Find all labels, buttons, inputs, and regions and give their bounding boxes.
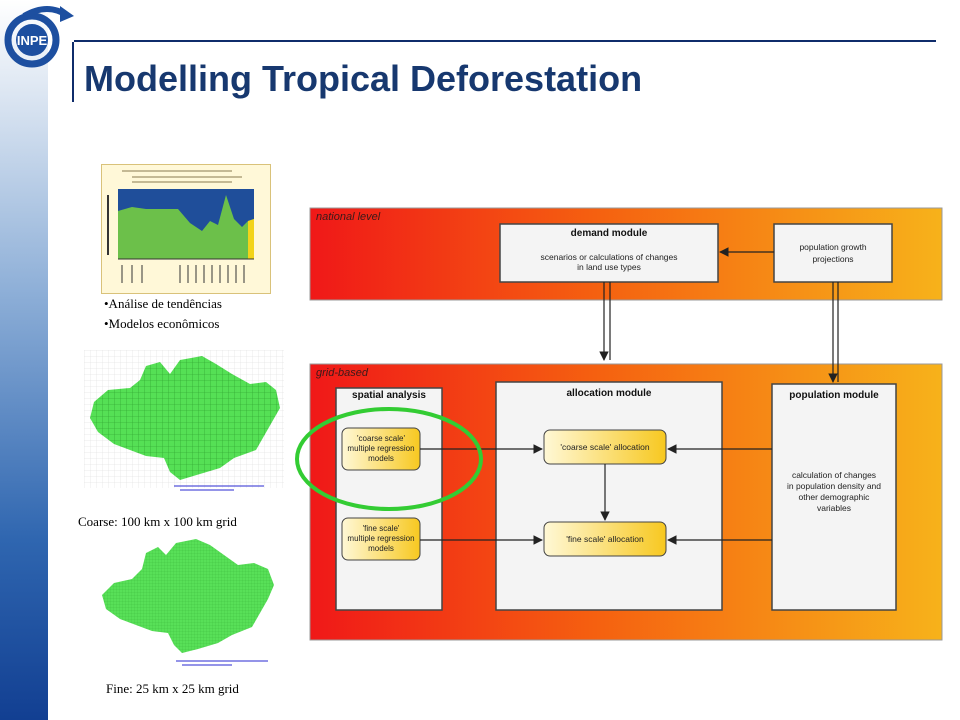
fine-grid-map	[102, 539, 274, 666]
demand-module-text-1: scenarios or calculations of changes	[540, 252, 677, 262]
title-rule-vertical	[72, 42, 74, 102]
fine-regression-text-1: 'fine scale'	[363, 524, 400, 533]
fine-regression-text-2: multiple regression	[347, 534, 414, 543]
population-module-text-2: in population density and	[787, 481, 881, 491]
population-module-text-1: calculation of changes	[792, 470, 876, 480]
allocation-module-column	[495, 381, 723, 611]
fine-regression-box	[341, 517, 421, 561]
population-module-column	[771, 383, 897, 611]
population-growth-text-2: projections	[812, 254, 853, 264]
population-module-text-4: variables	[817, 503, 851, 513]
fine-grid-caption: Fine: 25 km x 25 km grid	[106, 681, 239, 696]
demand-module-box	[499, 223, 719, 283]
spatial-analysis-column	[335, 387, 443, 611]
population-module-text-3: other demographic	[799, 492, 871, 502]
fine-allocation-box	[543, 521, 667, 557]
logo-text: INPE	[17, 33, 48, 48]
allocation-module-title: allocation module	[566, 388, 651, 399]
left-gradient-bar	[0, 0, 48, 720]
model-flow-diagram: national level grid-based demand module …	[295, 207, 943, 641]
spatial-analysis-title: spatial analysis	[352, 390, 426, 401]
coarse-regression-text-3: models	[368, 454, 394, 463]
population-growth-box	[773, 223, 893, 283]
bullet-trend-analysis: •Análise de tendências	[104, 296, 222, 311]
population-module-title: population module	[789, 390, 879, 401]
trend-chart-thumbnail	[101, 164, 271, 294]
coarse-grid-caption: Coarse: 100 km x 100 km grid	[78, 514, 237, 529]
national-level-label: national level	[316, 211, 381, 223]
coarse-grid-map	[84, 350, 284, 491]
highlight-ellipse	[295, 407, 483, 511]
coarse-regression-text-2: multiple regression	[347, 444, 414, 453]
page-title: Modelling Tropical Deforestation	[84, 58, 643, 99]
demand-module-text-2: in land use types	[577, 262, 641, 272]
fine-allocation-text: 'fine scale' allocation	[566, 534, 644, 544]
title-rule-horizontal	[74, 40, 936, 42]
coarse-regression-text-1: 'coarse scale'	[357, 434, 405, 443]
population-growth-text-1: population growth	[799, 242, 866, 252]
demand-module-title: demand module	[571, 228, 648, 239]
inpe-logo: INPE	[4, 6, 74, 68]
fine-regression-text-3: models	[368, 544, 394, 553]
grid-based-label: grid-based	[316, 367, 369, 379]
coarse-allocation-text: 'coarse scale' allocation	[560, 442, 650, 452]
bullet-economic-models: •Modelos econômicos	[104, 316, 220, 331]
